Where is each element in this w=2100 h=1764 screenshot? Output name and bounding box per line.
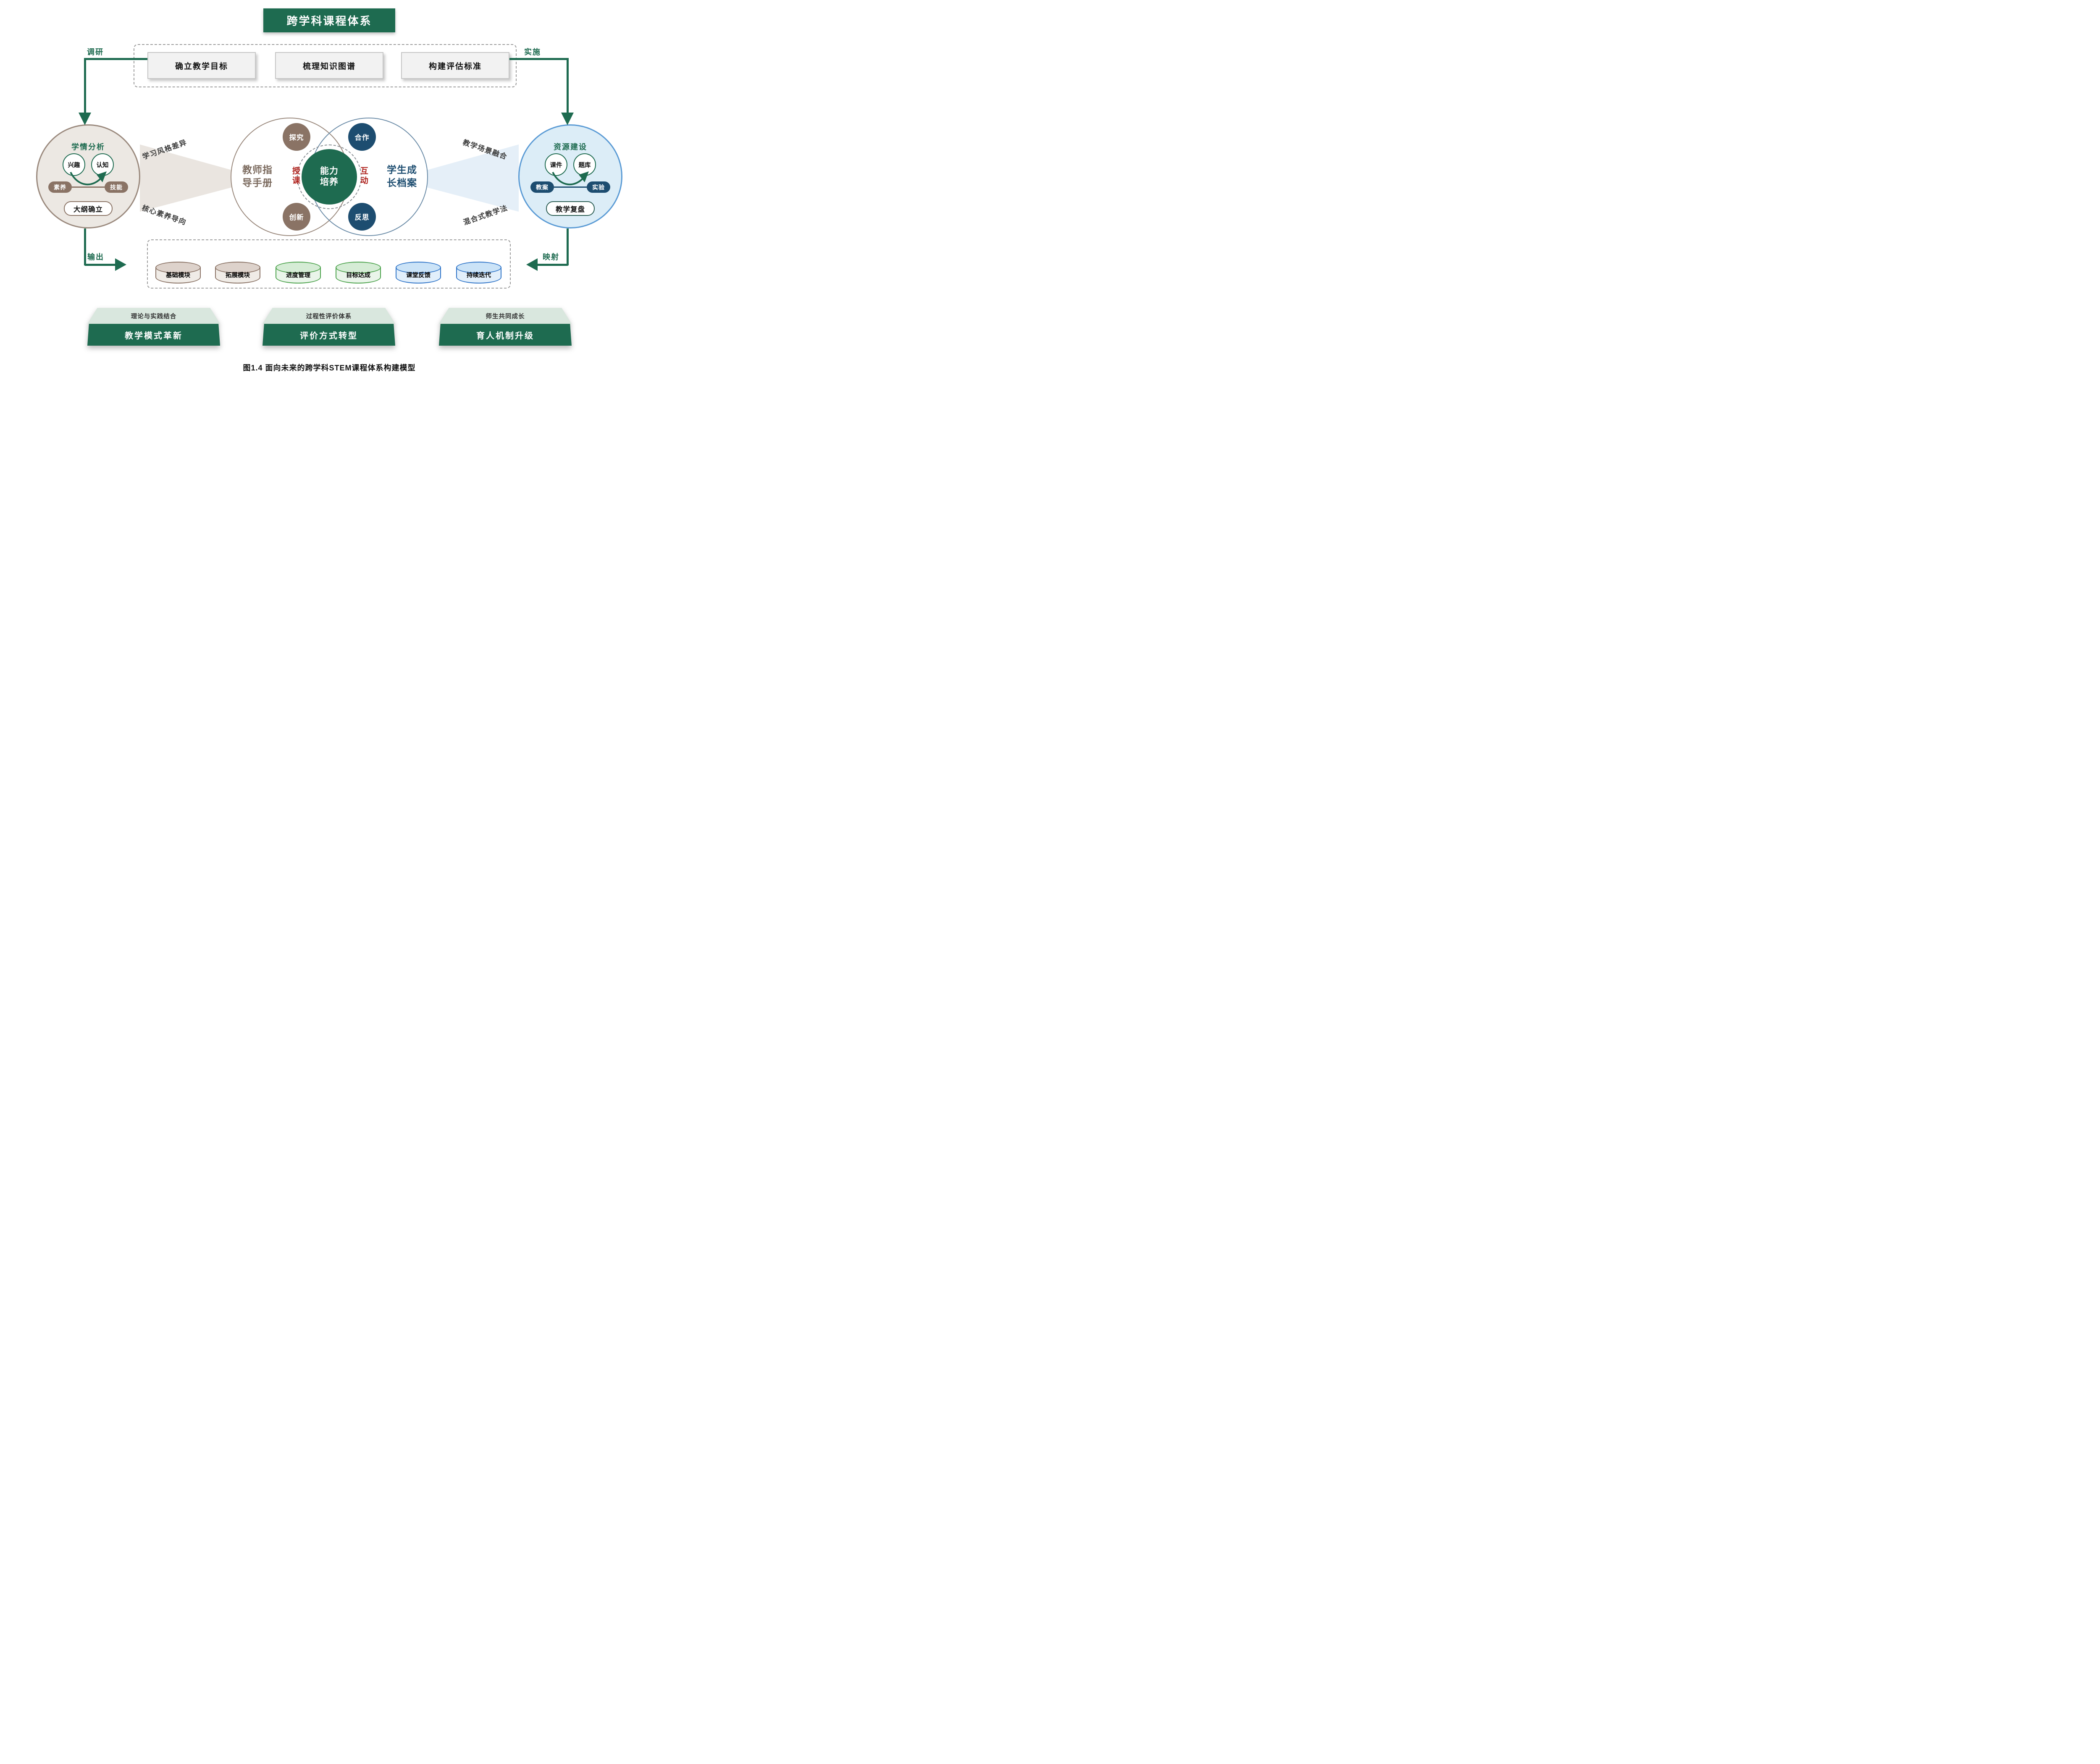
- module-iteration: 持续迭代: [456, 262, 501, 284]
- literacy-pill: 素养: [48, 181, 72, 193]
- curved-arrow-icon: [70, 171, 107, 186]
- student-portfolio-label: 学生成长档案: [387, 164, 417, 189]
- module-label: 持续迭代: [467, 272, 491, 279]
- cylinder-top: [215, 262, 260, 273]
- module-label: 进度管理: [286, 272, 310, 279]
- pill-connector-line: [554, 186, 587, 188]
- figure-caption: 图1.4 面向未来的跨学科STEM课程体系构建模型: [243, 364, 416, 372]
- courseware-bubble: 课件: [545, 153, 567, 176]
- mapping-label: 映射: [543, 253, 559, 261]
- module-label: 拓展模块: [226, 272, 250, 279]
- down-arrow-icon: [561, 113, 574, 125]
- module-feedback: 课堂反馈: [396, 262, 441, 284]
- platform-education: 师生共同成长 育人机制升级: [439, 308, 572, 346]
- cylinder-top: [336, 262, 381, 273]
- curved-arrow-icon: [552, 171, 589, 186]
- platform-base: 评价方式转型: [262, 324, 395, 346]
- output-connector-line: [84, 228, 86, 265]
- module-progress: 进度管理: [276, 262, 321, 284]
- implement-connector-line: [567, 58, 569, 113]
- platform-evaluation: 过程性评价体系 评价方式转型: [262, 308, 395, 346]
- interaction-mode-label: 互动: [360, 167, 368, 185]
- platform-base: 育人机制升级: [439, 324, 572, 346]
- step-assessment-standard: 构建评估标准: [401, 52, 509, 79]
- question-bank-bubble: 题库: [573, 153, 596, 176]
- cylinder-top: [456, 262, 501, 273]
- cooperation-bubble: 合作: [348, 123, 376, 151]
- platform-top-face: 过程性评价体系: [262, 308, 395, 324]
- platform-base: 教学模式革新: [87, 324, 220, 346]
- survey-connector-line: [85, 58, 147, 60]
- resource-title: 资源建设: [554, 143, 587, 151]
- teaching-mode-label: 授课: [292, 167, 300, 185]
- mapping-connector-line: [538, 264, 568, 266]
- down-arrow-icon: [79, 113, 91, 125]
- experiment-pill: 实验: [587, 181, 610, 193]
- implement-label: 实施: [524, 48, 541, 56]
- reflection-bubble: 反思: [348, 203, 376, 231]
- skill-pill: 技能: [105, 181, 128, 193]
- page-title: 跨学科课程体系: [263, 8, 395, 32]
- design-phase-container: [134, 44, 517, 87]
- analysis-title: 学情分析: [71, 143, 105, 151]
- step-knowledge-map: 梳理知识图谱: [275, 52, 383, 79]
- outline-box: 大纲确立: [64, 201, 113, 216]
- innovation-bubble: 创新: [283, 203, 310, 231]
- platform-top-face: 师生共同成长: [439, 308, 572, 324]
- pill-connector-line: [72, 186, 105, 188]
- context-blended-teaching: 混合式教学法: [462, 204, 509, 227]
- cylinder-top: [155, 262, 201, 273]
- module-basic: 基础模块: [155, 262, 201, 284]
- right-arrow-icon: [115, 258, 126, 271]
- module-extension: 拓展模块: [215, 262, 260, 284]
- inquiry-bubble: 探究: [283, 123, 310, 151]
- mapping-connector-line: [567, 228, 569, 265]
- left-arrow-icon: [526, 258, 538, 271]
- dashed-ring: [297, 144, 362, 209]
- cylinder-top: [396, 262, 441, 273]
- platform-top-face: 理论与实践结合: [87, 308, 220, 324]
- module-label: 目标达成: [346, 272, 370, 279]
- output-label: 输出: [87, 253, 104, 261]
- survey-label: 调研: [87, 48, 104, 56]
- module-label: 基础模块: [166, 272, 190, 279]
- context-core-literacy: 核心素养导向: [141, 204, 188, 227]
- module-container: [147, 239, 511, 289]
- implement-connector-line: [509, 58, 568, 60]
- module-goal: 目标达成: [336, 262, 381, 284]
- interest-bubble: 兴趣: [63, 153, 85, 176]
- core-competency-circle: 能力培养: [302, 149, 357, 205]
- teacher-handbook-label: 教师指导手册: [242, 164, 273, 189]
- lesson-plan-pill: 教案: [530, 181, 554, 193]
- platform-teaching-mode: 理论与实践结合 教学模式革新: [87, 308, 220, 346]
- review-box: 教学复盘: [546, 201, 595, 216]
- step-set-goals: 确立教学目标: [147, 52, 256, 79]
- survey-connector-line: [84, 58, 86, 113]
- core-competency-label: 能力培养: [320, 166, 339, 187]
- module-label: 课堂反馈: [406, 272, 430, 279]
- cylinder-top: [276, 262, 321, 273]
- output-connector-line: [85, 264, 115, 266]
